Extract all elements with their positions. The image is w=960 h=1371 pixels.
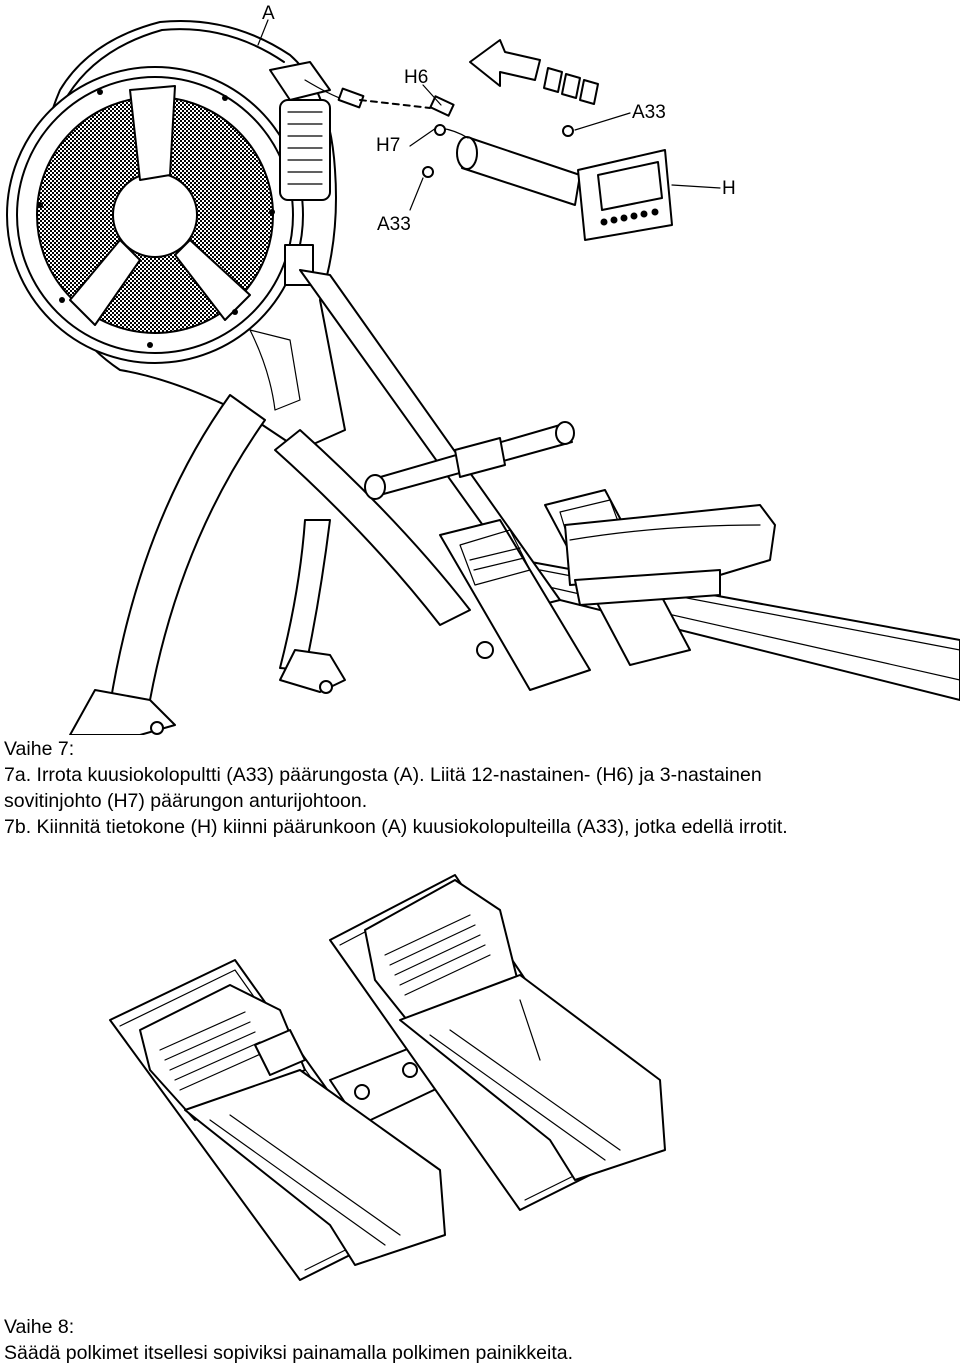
handlebar [364,421,575,500]
computer-arm [359,95,581,206]
housing-bolts [37,89,275,348]
base-frame [69,394,471,735]
label-H: H [722,178,736,199]
step7-instruction-7a-cont: sovitinjohto (H7) päärungon anturijohtoo… [4,790,368,812]
step7-instruction-7a: 7a. Irrota kuusiokolopultti (A33) päärun… [4,764,762,786]
rower-assembly-illustration: A H6 H7 A33 A33 H [6,3,960,735]
label-H6: H6 [404,67,428,88]
main-frame-A [6,19,365,451]
step7-title: Vaihe 7: [4,738,75,760]
label-H7: H7 [376,135,400,156]
step8-instruction: Säädä polkimet itsellesi sopiviksi paina… [4,1342,574,1364]
direction-arrow [469,39,599,105]
label-A33-left: A33 [377,214,411,235]
footplate-left [109,959,446,1281]
leader-lines [257,19,721,211]
label-A: A [262,3,275,24]
seat [564,504,776,606]
label-A33-right: A33 [632,102,666,123]
step8-title: Vaihe 8: [4,1316,75,1338]
computer-H [577,149,673,241]
step7-instruction-7b: 7b. Kiinnitä tietokone (H) kiinni päärun… [4,816,788,838]
footrest-illustration [109,874,666,1281]
footplate-right [329,874,666,1211]
